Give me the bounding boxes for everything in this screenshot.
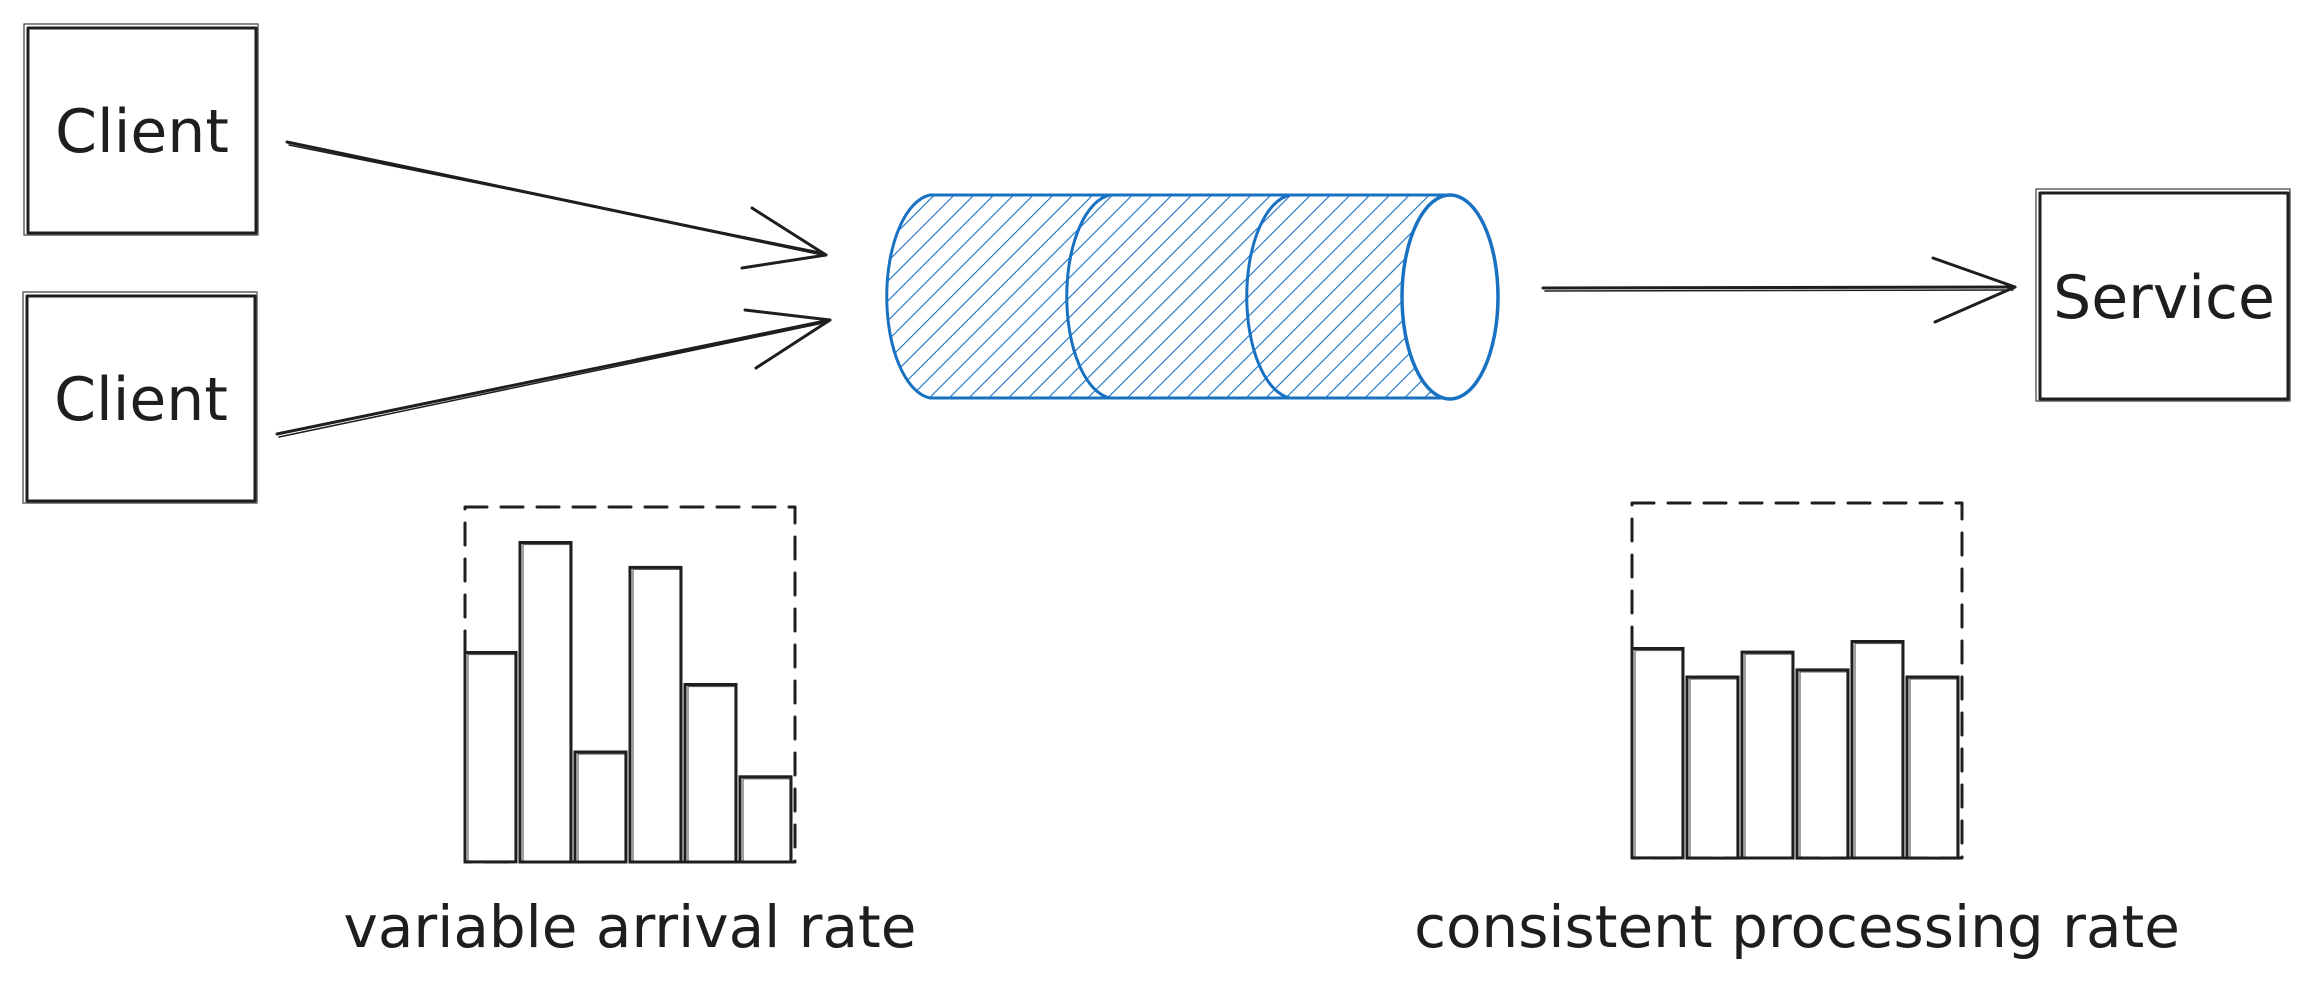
service-label: Service xyxy=(2053,263,2275,333)
arrival-rate-bar-3 xyxy=(573,750,628,864)
processing-rate-chart: consistent processing rate xyxy=(1414,501,2180,961)
processing-rate-bar-1 xyxy=(1630,647,1685,860)
message-queue xyxy=(885,193,1500,401)
processing-rate-caption: consistent processing rate xyxy=(1414,893,2180,961)
processing-rate-bars xyxy=(1630,640,1960,860)
processing-rate-bar-2 xyxy=(1685,675,1740,860)
arrival-rate-bar-5-sketch xyxy=(687,685,736,863)
processing-rate-bar-3-sketch xyxy=(1744,653,1793,859)
arrow-client-top-to-queue xyxy=(285,140,828,270)
arrival-rate-bar-2 xyxy=(518,541,573,864)
processing-rate-bar-6-sketch xyxy=(1909,678,1958,859)
arrival-rate-bar-4-sketch xyxy=(632,568,681,863)
processing-rate-bar-5-sketch xyxy=(1854,642,1903,859)
arrival-rate-bar-1-sketch xyxy=(467,653,516,863)
arrival-rate-bar-5 xyxy=(683,683,738,864)
processing-rate-bar-3 xyxy=(1740,650,1795,860)
arrival-rate-chart: variable arrival rate xyxy=(344,505,917,961)
processing-rate-bar-5 xyxy=(1850,640,1905,860)
client-label-top: Client xyxy=(55,97,229,167)
arrival-rate-bars xyxy=(463,541,793,864)
arrow-client-bottom-to-queue xyxy=(275,308,832,438)
processing-rate-bar-1-sketch xyxy=(1634,649,1683,859)
client-node-bottom: Client xyxy=(22,291,258,504)
client-node-top: Client xyxy=(23,23,259,236)
arrival-rate-bar-6 xyxy=(738,775,793,864)
client-label-bottom: Client xyxy=(54,365,228,435)
processing-rate-bar-2-sketch xyxy=(1689,678,1738,859)
arrival-rate-bar-4 xyxy=(628,565,683,864)
arrival-rate-bar-1 xyxy=(463,651,518,864)
arrival-rate-bar-2-sketch xyxy=(522,543,571,863)
processing-rate-bar-6 xyxy=(1905,675,1960,860)
processing-rate-bar-4 xyxy=(1795,668,1850,860)
arrow-queue-to-service xyxy=(1541,256,2017,324)
arrival-rate-bar-3-sketch xyxy=(577,753,626,863)
arrival-rate-caption: variable arrival rate xyxy=(344,893,917,961)
service-node: Service xyxy=(2035,188,2291,402)
arrival-rate-bar-6-sketch xyxy=(742,778,791,863)
processing-rate-bar-4-sketch xyxy=(1799,671,1848,859)
